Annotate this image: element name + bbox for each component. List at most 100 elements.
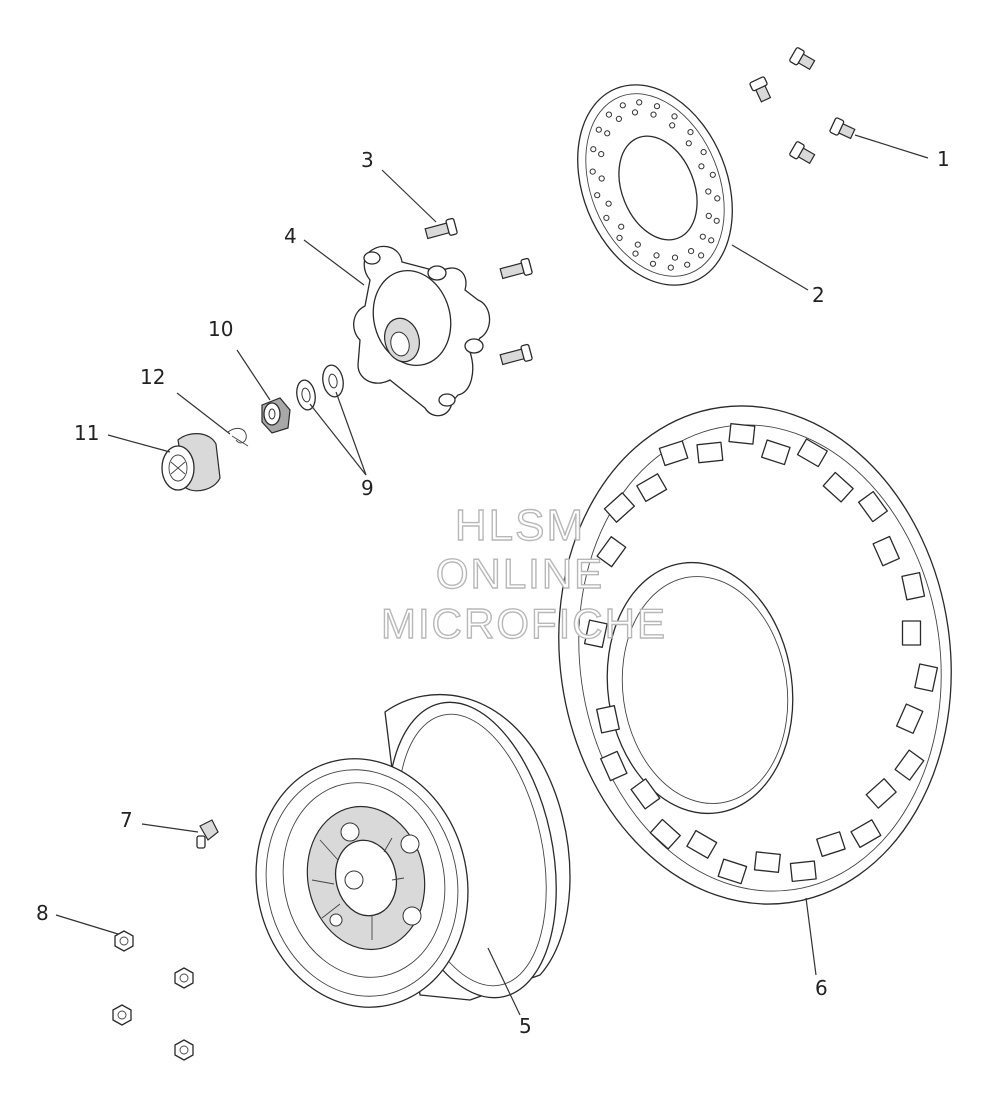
tread-lug [914, 663, 939, 692]
tire [558, 405, 952, 905]
tread-lug [696, 441, 724, 464]
disc-vent-hole [589, 168, 596, 175]
leader-lines [55, 134, 929, 1016]
tread-lug [901, 571, 926, 601]
callout-11: 11 [74, 421, 99, 445]
disc-vent-hole [590, 146, 597, 153]
disc-vent-hole [667, 264, 674, 271]
wheel-rim [255, 694, 571, 1008]
disc-vent-hole [616, 234, 623, 241]
tread-lug [858, 490, 888, 523]
tread-lug [901, 620, 922, 646]
callout-7: 7 [120, 808, 133, 832]
tread-lug [630, 778, 661, 810]
tread-lug [895, 703, 924, 734]
disc-bolts [749, 47, 856, 165]
disc-vent-hole [714, 195, 721, 202]
disc-vent-hole [705, 188, 712, 195]
disc-vent-hole [598, 175, 605, 182]
tread-lug [822, 471, 854, 503]
disc-vent-hole [709, 171, 716, 178]
tread-lug [596, 705, 620, 734]
tread-lug [686, 829, 718, 859]
disc-vent-hole [650, 111, 657, 118]
watermark: HLSM ONLINE MICROFICHE [380, 500, 667, 647]
disc-vent-hole [595, 126, 602, 133]
tread-lug [636, 473, 668, 503]
disc-vent-hole [653, 252, 660, 259]
tread-lug [865, 778, 897, 809]
wheel-studs [424, 217, 533, 366]
disc-vent-hole [605, 111, 613, 118]
disc-vent-hole [671, 113, 678, 120]
disc-vent-hole [618, 223, 625, 230]
disc-vent-hole [619, 102, 626, 109]
tread-lug [603, 492, 635, 523]
disc-vent-hole [636, 99, 643, 106]
disc-vent-hole [688, 248, 695, 255]
disc-vent-hole [684, 261, 691, 268]
cotter-pin [227, 427, 249, 447]
disc-vent-hole [649, 260, 657, 267]
tread-lug [796, 438, 828, 468]
disc-vent-hole [708, 237, 715, 244]
tread-lug [728, 423, 756, 445]
tread-lug [649, 818, 681, 850]
watermark-line-2: ONLINE [436, 550, 604, 597]
callout-11-12-label-12: 12 [140, 365, 165, 389]
tread-lug [717, 858, 748, 885]
tread-lug [760, 439, 791, 466]
disc-vent-hole [698, 252, 705, 259]
disc-vent-hole [671, 254, 679, 261]
disc-vent-hole [604, 130, 611, 137]
disc-vent-hole [687, 129, 694, 136]
hub-cap [161, 433, 221, 492]
tread-lug [789, 860, 817, 883]
disc-vent-hole [632, 250, 639, 257]
brake-disc-holes [589, 99, 721, 271]
disc-vent-hole [685, 140, 692, 147]
watermark-line-1: HLSM [455, 501, 585, 550]
callout-6: 6 [815, 976, 828, 1000]
valve-stem [196, 819, 219, 849]
tread-lug [596, 536, 627, 568]
disc-vent-hole [705, 212, 712, 219]
castle-nut [261, 397, 291, 434]
disc-vent-hole [594, 192, 601, 199]
tread-lug [583, 619, 608, 648]
callout-1: 1 [937, 147, 950, 171]
callout-8: 8 [36, 901, 49, 925]
watermark-line-3: MICROFICHE [381, 600, 667, 647]
callout-9: 9 [361, 476, 374, 500]
brake-disc [577, 84, 733, 286]
callout-labels: 1 2 3 4 5 6 7 8 9 10 12 11 [36, 147, 950, 1038]
tread-lug [600, 750, 628, 782]
tread-lug [816, 831, 846, 858]
wheel-hub [353, 245, 491, 417]
disc-vent-hole [698, 163, 705, 170]
disc-vent-hole [634, 241, 641, 248]
disc-vent-hole [653, 103, 661, 110]
callout-4: 4 [284, 224, 297, 248]
disc-vent-hole [700, 149, 707, 156]
tread-lug [850, 819, 882, 849]
tread-lug [753, 851, 781, 873]
disc-vent-hole [669, 122, 676, 129]
lug-nuts [112, 930, 194, 1061]
callout-5: 5 [519, 1014, 532, 1038]
disc-vent-hole [615, 115, 623, 123]
disc-vent-hole [713, 217, 720, 224]
disc-vent-hole [699, 233, 706, 240]
callout-3: 3 [361, 148, 374, 172]
washers [296, 364, 344, 411]
callout-10: 10 [208, 317, 233, 341]
disc-vent-hole [603, 214, 610, 221]
tire-tread-lugs [583, 423, 939, 885]
disc-vent-hole [598, 151, 605, 158]
tread-lug [894, 749, 925, 781]
tread-lug [658, 440, 689, 467]
tread-lug [872, 535, 900, 567]
callout-2: 2 [812, 283, 825, 307]
disc-vent-hole [631, 109, 639, 116]
